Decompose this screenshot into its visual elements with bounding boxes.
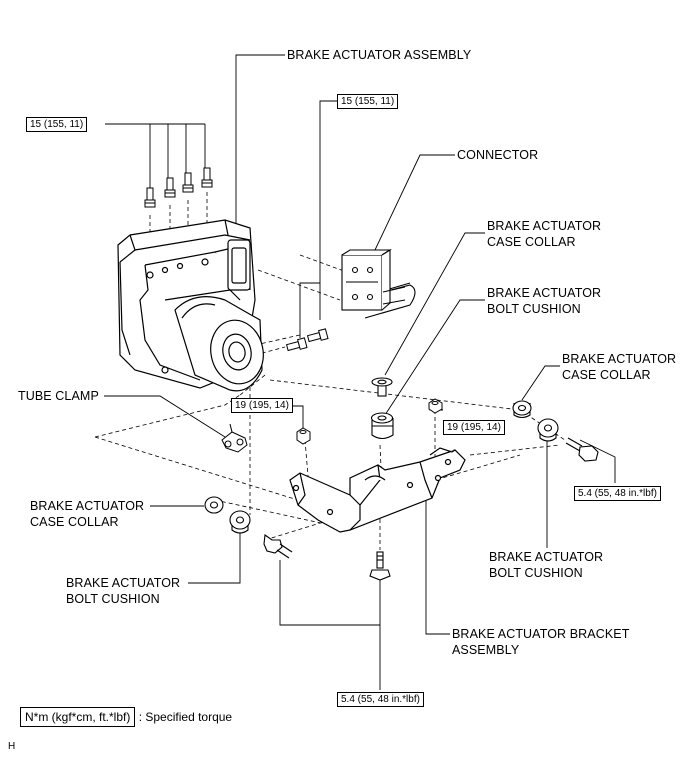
bolt-bottom	[369, 551, 391, 581]
nut-left	[296, 427, 311, 445]
bolt-left	[263, 534, 293, 559]
label-bolt-cushion-top: BRAKE ACTUATOR BOLT CUSHION	[487, 285, 601, 317]
case-collar-top	[371, 377, 393, 397]
pump-motor	[174, 296, 264, 392]
bolt-right	[565, 437, 599, 462]
torque-tube-left: 15 (155, 11)	[26, 117, 88, 132]
label-case-collar-left: BRAKE ACTUATOR CASE COLLAR	[30, 498, 144, 530]
label-bolt-cushion-right: BRAKE ACTUATOR BOLT CUSHION	[489, 549, 603, 581]
connector-harness	[382, 286, 406, 305]
connector-part	[341, 249, 416, 319]
label-line-2: BOLT CUSHION	[487, 302, 581, 316]
label-line-1: BRAKE ACTUATOR	[30, 499, 145, 513]
label-line-2: CASE COLLAR	[487, 235, 576, 249]
label-line-2: CASE COLLAR	[562, 368, 651, 382]
label-line-2: CASE COLLAR	[30, 515, 119, 529]
bolt-cushion-top	[370, 412, 394, 440]
tube-union-bolts-side	[285, 328, 329, 352]
case-collar-left	[204, 496, 224, 514]
label-line-1: BRAKE ACTUATOR	[487, 286, 602, 300]
label-case-collar-right: BRAKE ACTUATOR CASE COLLAR	[562, 351, 676, 383]
label-line-1: BRAKE ACTUATOR	[487, 219, 602, 233]
label-line-2: BOLT CUSHION	[66, 592, 160, 606]
torque-bolt-right: 5.4 (55, 48 in.*lbf)	[574, 486, 661, 501]
label-connector: CONNECTOR	[457, 148, 539, 162]
label-case-collar-top: BRAKE ACTUATOR CASE COLLAR	[487, 218, 601, 250]
label-line-1: BRAKE ACTUATOR BRACKET	[452, 627, 630, 641]
bolt-cushion-left	[229, 510, 251, 534]
label-bolt-cushion-left: BRAKE ACTUATOR BOLT CUSHION	[66, 575, 180, 607]
label-line-1: BRAKE ACTUATOR	[562, 352, 677, 366]
case-collar-right	[512, 400, 532, 419]
torque-legend: N*m (kgf*cm, ft.*lbf) : Specified torque	[20, 707, 232, 727]
bracket-part	[289, 447, 466, 533]
torque-bolt-bottom: 5.4 (55, 48 in.*lbf)	[337, 692, 424, 707]
figure-code: H	[8, 741, 16, 752]
label-tube-clamp: TUBE CLAMP	[18, 389, 99, 403]
label-bracket-assembly: BRAKE ACTUATOR BRACKET ASSEMBLY	[452, 626, 629, 658]
torque-nut-left: 19 (195, 14)	[231, 398, 293, 413]
torque-tube-right: 15 (155, 11)	[337, 94, 399, 109]
label-line-2: ASSEMBLY	[452, 643, 520, 657]
torque-nut-right: 19 (195, 14)	[443, 420, 505, 435]
nut-right	[428, 398, 443, 414]
label-line-1: BRAKE ACTUATOR	[489, 550, 604, 564]
tube-union-bolts	[144, 167, 213, 208]
bolt-cushion-right	[537, 418, 559, 442]
label-brake-actuator-assembly: BRAKE ACTUATOR ASSEMBLY	[287, 48, 472, 62]
label-line-1: BRAKE ACTUATOR	[66, 576, 181, 590]
label-line-2: BOLT CUSHION	[489, 566, 583, 580]
legend-unit-box: N*m (kgf*cm, ft.*lbf)	[20, 707, 136, 727]
legend-text: : Specified torque	[138, 710, 233, 724]
tube-clamp-part	[221, 423, 248, 453]
